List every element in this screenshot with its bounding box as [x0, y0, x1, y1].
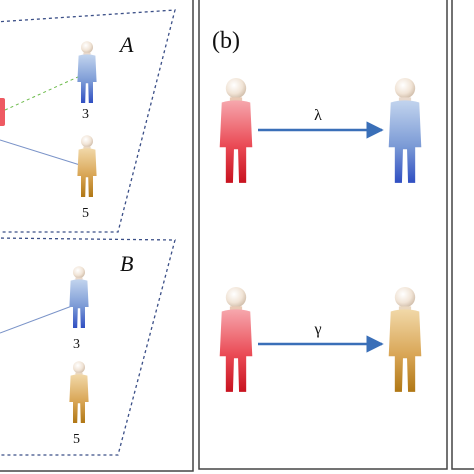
- person-blue-top: [77, 41, 97, 103]
- person-red-bottom: [219, 287, 253, 392]
- plane-b-border: [0, 237, 176, 456]
- dashed-link: [4, 75, 81, 111]
- person-blue-bottom: [69, 266, 89, 328]
- plane-b-label: B: [120, 251, 133, 276]
- person-red-top: [219, 78, 253, 183]
- panel-b-frame: [198, 0, 448, 470]
- rate-lambda: λ: [314, 107, 322, 124]
- person-orange-top: [77, 135, 97, 197]
- node-label-5-bottom: 5: [73, 432, 80, 447]
- panel-a-frame: [0, 0, 194, 472]
- plane-a-label: A: [118, 32, 134, 57]
- node-label-3-bottom: 3: [73, 337, 80, 352]
- panel-c-frame: [451, 0, 474, 470]
- panel-c-partial: [451, 0, 474, 470]
- rate-gamma: γ: [313, 321, 321, 338]
- panel-b: (b) λ γ: [198, 0, 448, 470]
- panel-b-label: (b): [212, 28, 240, 54]
- person-blue-right: [388, 78, 422, 183]
- solid-link-top: [0, 139, 81, 166]
- solid-link-bottom: [0, 305, 73, 334]
- node-red-partial: [0, 98, 5, 126]
- plane-a-border: [0, 9, 176, 233]
- person-orange-bottom: [69, 361, 89, 423]
- node-label-5-top: 5: [82, 206, 89, 221]
- node-label-3-top: 3: [82, 107, 89, 122]
- panel-a: A 3 5 B 3 5: [0, 0, 194, 472]
- person-orange-right: [388, 287, 422, 392]
